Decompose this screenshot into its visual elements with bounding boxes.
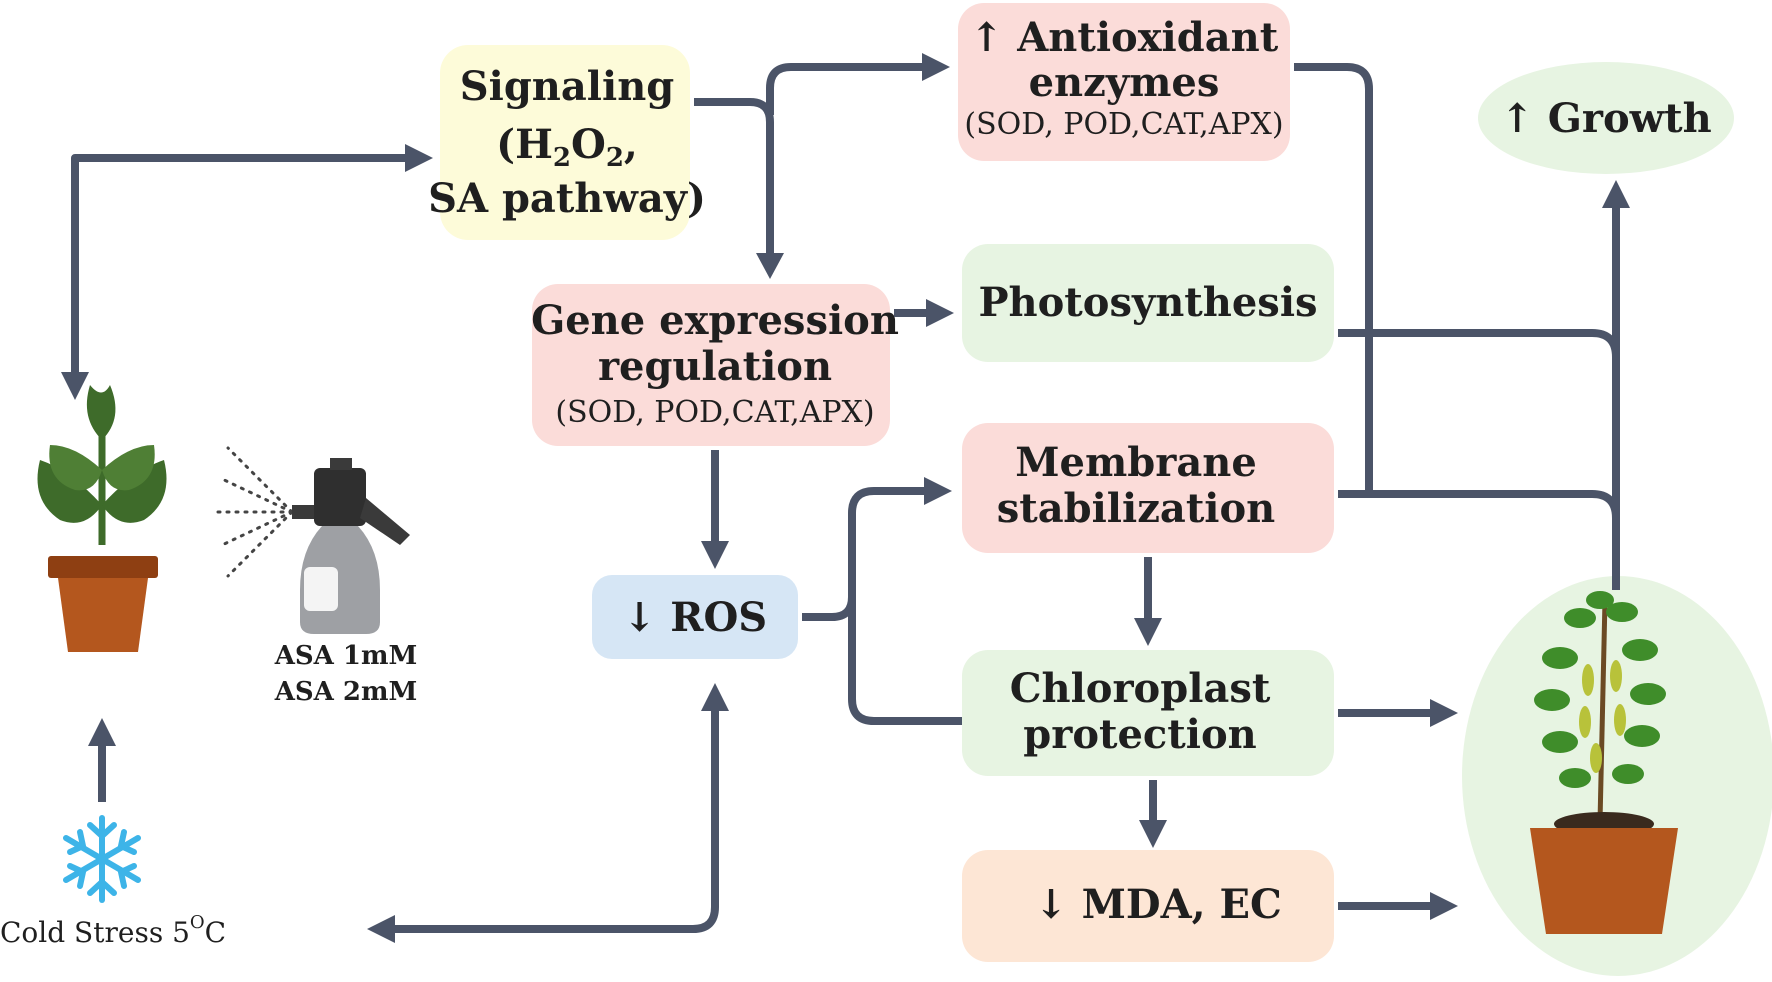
gene-expression-line2: regulation	[598, 343, 832, 390]
membrane-stabilization-box: Membrane stabilization	[962, 423, 1334, 553]
connectors	[61, 53, 1630, 943]
antioxidant-enzyme-list: (SOD, POD,CAT,APX)	[964, 107, 1283, 142]
antioxidant-line1: ↑ Antioxidant	[970, 14, 1279, 61]
signaling-h2o2: (H2O2,	[496, 121, 638, 173]
growth-label: ↑ Growth	[1500, 95, 1711, 142]
membrane-line1: Membrane	[1015, 439, 1257, 486]
cold-stress-label: Cold Stress 5OC	[0, 912, 226, 949]
asa-dose-1mm: ASA 1mM	[274, 641, 418, 671]
chloroplast-protection-box: Chloroplast protection	[962, 650, 1334, 776]
arrowhead-cold	[88, 718, 116, 746]
arrowhead-chloroplast	[1134, 618, 1162, 646]
ros-label: ↓ ROS	[623, 594, 767, 641]
arrowhead-gene-expression	[756, 253, 784, 279]
asa-dose-2mm: ASA 2mM	[274, 677, 418, 707]
arrow-signaling-to-antioxidant	[766, 63, 924, 115]
arrowhead-young-plant	[61, 372, 89, 400]
young-plant-in-pot-icon	[37, 385, 167, 652]
signaling-sa-pathway: SA pathway)	[428, 175, 706, 222]
arrow-antioxidant-down	[1294, 63, 1373, 494]
chloroplast-line1: Chloroplast	[1010, 665, 1271, 712]
arrow-photosynthesis-to-trunk	[1338, 329, 1620, 358]
arrowhead-ros	[701, 541, 729, 569]
photosynthesis-box: Photosynthesis	[962, 244, 1334, 362]
arrow-signaling-to-gene	[694, 98, 774, 255]
gene-expression-box: Gene expression regulation (SOD, POD,CAT…	[531, 284, 899, 446]
arrowhead-antioxidant	[922, 53, 950, 81]
gene-expression-line1: Gene expression	[531, 297, 899, 344]
arrowhead-plant-2	[1430, 892, 1458, 920]
snowflake-icon	[63, 815, 141, 903]
mda-ec-box: ↓ MDA, EC	[962, 850, 1334, 962]
ros-box: ↓ ROS	[592, 575, 798, 659]
arrow-to-signaling	[71, 154, 410, 376]
growth-box: ↑ Growth	[1478, 62, 1734, 174]
gene-expression-enzyme-list: (SOD, POD,CAT,APX)	[555, 395, 874, 430]
signaling-box: Signaling (H2O2, SA pathway)	[428, 45, 706, 240]
arrowhead-photosynthesis	[926, 299, 954, 327]
chloroplast-line2: protection	[1023, 711, 1256, 758]
arrowhead-ros-up	[701, 683, 729, 711]
antioxidant-line2: enzymes	[1029, 59, 1220, 106]
antioxidant-enzymes-box: ↑ Antioxidant enzymes (SOD, POD,CAT,APX)	[958, 3, 1290, 161]
arrowhead-membrane	[924, 477, 952, 505]
arrowhead-growth	[1602, 180, 1630, 208]
grown-soybean-plant-icon	[1530, 591, 1678, 934]
arrowhead-mda	[1139, 820, 1167, 848]
arrow-membrane-to-trunk	[1338, 490, 1620, 519]
arrowhead-left	[367, 915, 395, 943]
arrowhead-plant-1	[1430, 699, 1458, 727]
photosynthesis-label: Photosynthesis	[978, 279, 1317, 326]
spray-bottle-icon	[216, 446, 410, 634]
arrow-ros-to-chloroplast	[848, 597, 962, 725]
arrow-ros-to-membrane	[802, 487, 926, 621]
arrowhead-signaling	[405, 144, 433, 172]
arrow-bottom-feedback	[392, 707, 719, 933]
membrane-line2: stabilization	[997, 485, 1276, 532]
mda-ec-label: ↓ MDA, EC	[1034, 881, 1282, 928]
signaling-title: Signaling	[460, 63, 675, 110]
